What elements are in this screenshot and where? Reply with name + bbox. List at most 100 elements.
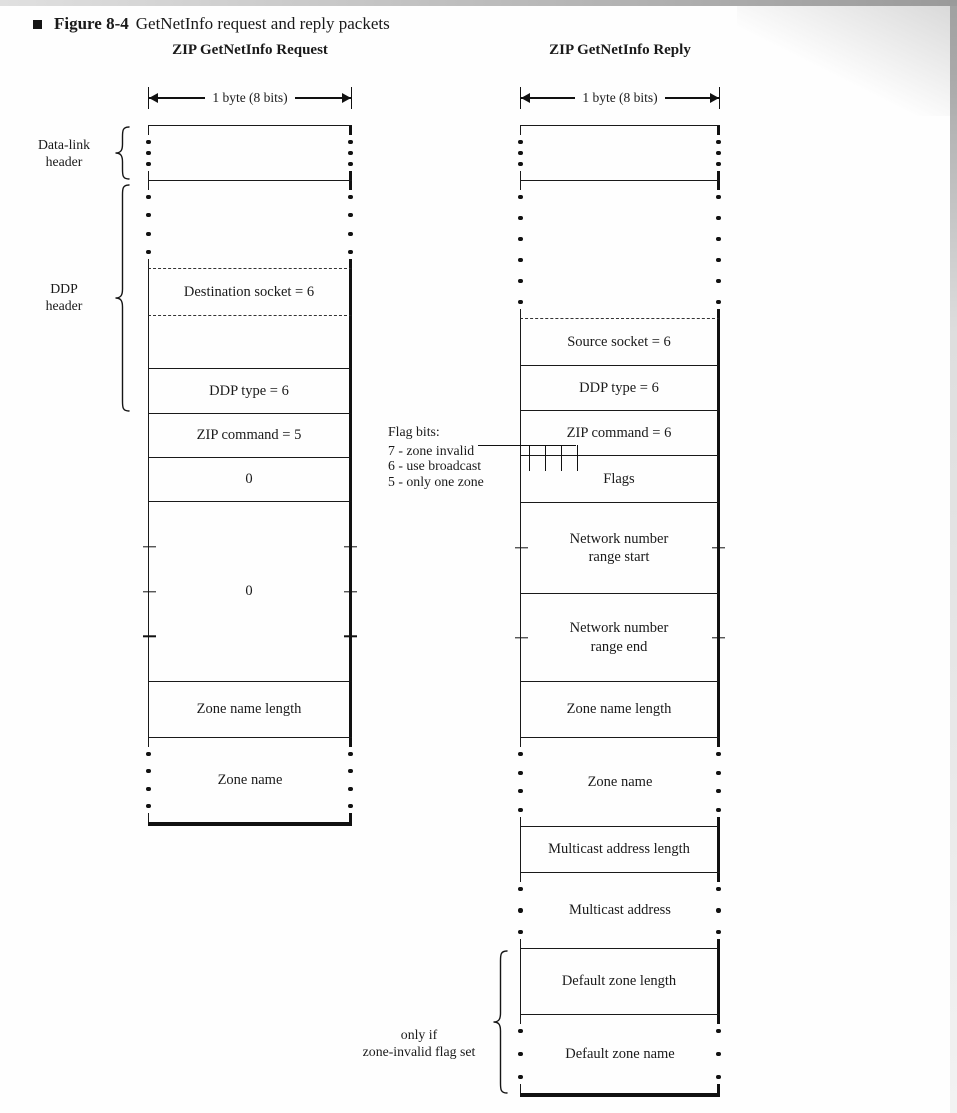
byte-scale-request: 1 byte (8 bits) [148,87,352,109]
byte-boundary-tick [515,547,528,549]
field-label: DDP type = 6 [579,379,659,396]
packet-field: Zone name length [148,681,352,737]
packet-field: Default zone name [518,1014,721,1097]
continuation-dots [146,752,151,808]
continuation-dots [518,195,523,304]
continuation-dots [716,752,721,812]
byte-scale-label: 1 byte (8 bits) [582,90,658,105]
continuation-dots [348,752,353,808]
continuation-dots [518,140,523,166]
label-line: Data-link [37,137,91,152]
packet-field: DDP type = 6 [148,368,352,413]
packet-field: ZIP command = 6 [520,410,720,455]
label-line: DDP [50,281,78,296]
packet-field [146,125,353,180]
byte-boundary-tick [143,635,156,637]
packet-field [146,180,353,268]
packet-field: DDP type = 6 [520,365,720,410]
brace-only-if [493,950,508,1094]
label-line: only if [400,1027,438,1042]
packet-field: ZIP command = 5 [148,413,352,457]
square-bullet-icon [33,19,42,29]
continuation-dots [146,140,151,166]
scale-line [521,92,576,103]
packet-field: Destination socket = 6 [148,268,352,315]
packet-field: Network number range end [515,593,725,681]
byte-scale-reply: 1 byte (8 bits) [520,87,720,109]
flag-bit-tick [529,445,531,471]
field-label: Destination socket = 6 [183,283,315,300]
brace-data-link-header [115,126,130,180]
packet-field: 0 [148,457,352,501]
packet-field: Network number range start [515,502,725,593]
field-label: Zone name [217,771,283,788]
packet-title-reply: ZIP GetNetInfo Reply [549,42,691,58]
continuation-dots [518,1029,523,1079]
arrow-left-icon [149,92,158,103]
field-label: 0 [245,471,253,488]
packet-request: Destination socket = 6 DDP type = 6 ZIP co… [143,125,357,826]
packet-field: Flags [520,445,720,502]
packet-field: Multicast address length [520,826,720,872]
flag-connector-line [478,445,576,447]
label-data-link-header: Data-link header [18,136,110,170]
byte-boundary-tick [712,547,725,549]
field-label: Network number range end [569,620,669,655]
continuation-dots [518,887,523,934]
field-label: Network number range start [569,530,669,565]
arrow-right-icon [342,92,351,103]
field-label: ZIP command = 6 [566,424,672,441]
arrow-right-icon [710,92,719,103]
continuation-dots [716,887,721,934]
flag-bits-item: 6 - use broadcast [388,458,482,474]
packet-title-request: ZIP GetNetInfo Request [172,42,328,58]
field-label: Zone name length [566,701,672,718]
continuation-dots [716,195,721,304]
field-label: DDP type = 6 [209,382,289,399]
label-only-if: only if zone-invalid flag set [352,1026,486,1060]
figure-caption-text: GetNetInfo request and reply packets [135,14,390,33]
page-scan-corner [737,6,957,116]
arrow-left-icon [521,92,530,103]
packet-field: Multicast address [518,872,721,948]
scale-line [294,92,351,103]
packet-reply: Source socket = 6 DDP type = 6 ZIP command… [515,125,725,1097]
packet-field [518,180,721,318]
continuation-dots [518,752,523,812]
continuation-dots [146,195,151,254]
brace-ddp-header [115,184,130,412]
continuation-dots [716,140,721,166]
packet-field [518,125,721,180]
packet-field [148,315,352,368]
label-line: header [45,298,83,313]
flag-bits-item: 5 - only one zone [388,473,484,489]
flag-bit-tick [577,445,579,471]
packet-field: Zone name length [520,681,720,737]
field-label: Default zone length [561,973,677,990]
flag-bits-item: 7 - zone invalid [388,442,475,458]
field-label: Flags [603,470,635,487]
byte-boundary-tick [712,636,725,639]
field-label: Zone name [587,773,653,790]
byte-boundary-tick [344,590,357,593]
label-line: header [45,154,83,169]
label-line: zone-invalid flag set [362,1044,476,1059]
field-label: Zone name length [196,701,302,718]
label-ddp-header: DDP header [18,280,110,314]
figure-label: Figure 8-4 [54,14,129,33]
field-label: Source socket = 6 [567,333,671,350]
field-label: Multicast address [569,902,671,919]
continuation-dots [348,195,353,254]
byte-boundary-tick [344,635,357,637]
byte-boundary-tick [515,636,528,639]
page-scan-edge-top [0,0,957,6]
scale-line [149,92,206,103]
packet-field: Zone name [518,737,721,826]
packet-field: Default zone length [520,948,720,1014]
byte-scale-label: 1 byte (8 bits) [212,90,288,105]
flag-bits-title: Flag bits: [388,424,440,439]
byte-boundary-tick [344,546,357,548]
continuation-dots [348,140,353,166]
packet-field: Source socket = 6 [520,318,720,365]
